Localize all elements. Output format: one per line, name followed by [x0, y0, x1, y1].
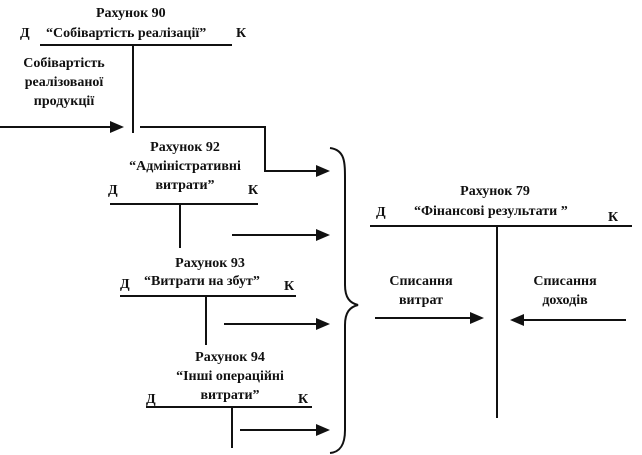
arrow-writeoff-expenses-head [470, 312, 484, 324]
account-93-debit-label: Д [120, 277, 130, 292]
account-90-title: Рахунок 90 [96, 6, 166, 21]
account-94-debit-label: Д [146, 392, 156, 407]
account-92-name-line1: “Адміністративні [129, 159, 241, 174]
account-79-name: “Фінансові результати ” [414, 204, 568, 219]
writeoff-expenses-line2: витрат [399, 293, 443, 308]
account-92-debit-label: Д [108, 183, 118, 198]
account-94-name-line1: “Інші операційні [176, 369, 284, 384]
account-93-credit-label: К [284, 279, 295, 294]
arrow-94-head [316, 424, 330, 436]
account-79-title: Рахунок 79 [460, 184, 530, 199]
arrow-cost-head [110, 121, 124, 133]
writeoff-income-line1: Списання [533, 274, 597, 289]
cost-label-line3: продукції [33, 94, 95, 109]
account-92-title: Рахунок 92 [150, 140, 220, 155]
account-90-debit-label: Д [20, 26, 30, 41]
account-94-credit-label: К [298, 392, 309, 407]
account-93-title: Рахунок 93 [175, 256, 245, 271]
account-90-name: “Собівартість реалізації” [46, 26, 207, 41]
cost-label-line1: Собівартість [23, 56, 105, 71]
account-79-credit-label: К [608, 210, 619, 225]
account-94-title: Рахунок 94 [195, 350, 265, 365]
account-94-name-line2: витрати” [200, 388, 260, 403]
arrow-writeoff-income-head [510, 314, 524, 326]
grouping-brace [329, 147, 359, 454]
account-93-name: “Витрати на збут” [144, 274, 260, 289]
account-92-credit-label: К [248, 183, 259, 198]
arrow-90-to-brace-line [140, 126, 316, 172]
account-92-name-line2: витрати” [155, 178, 215, 193]
account-90-credit-label: К [236, 26, 247, 41]
writeoff-income-line2: доходів [542, 293, 588, 308]
arrow-93-head [316, 318, 330, 330]
cost-label-line2: реалізованої [24, 75, 104, 90]
arrow-92-head [316, 229, 330, 241]
writeoff-expenses-line1: Списання [389, 274, 453, 289]
account-79-debit-label: Д [376, 205, 386, 220]
arrow-90-to-brace-head [316, 165, 330, 177]
